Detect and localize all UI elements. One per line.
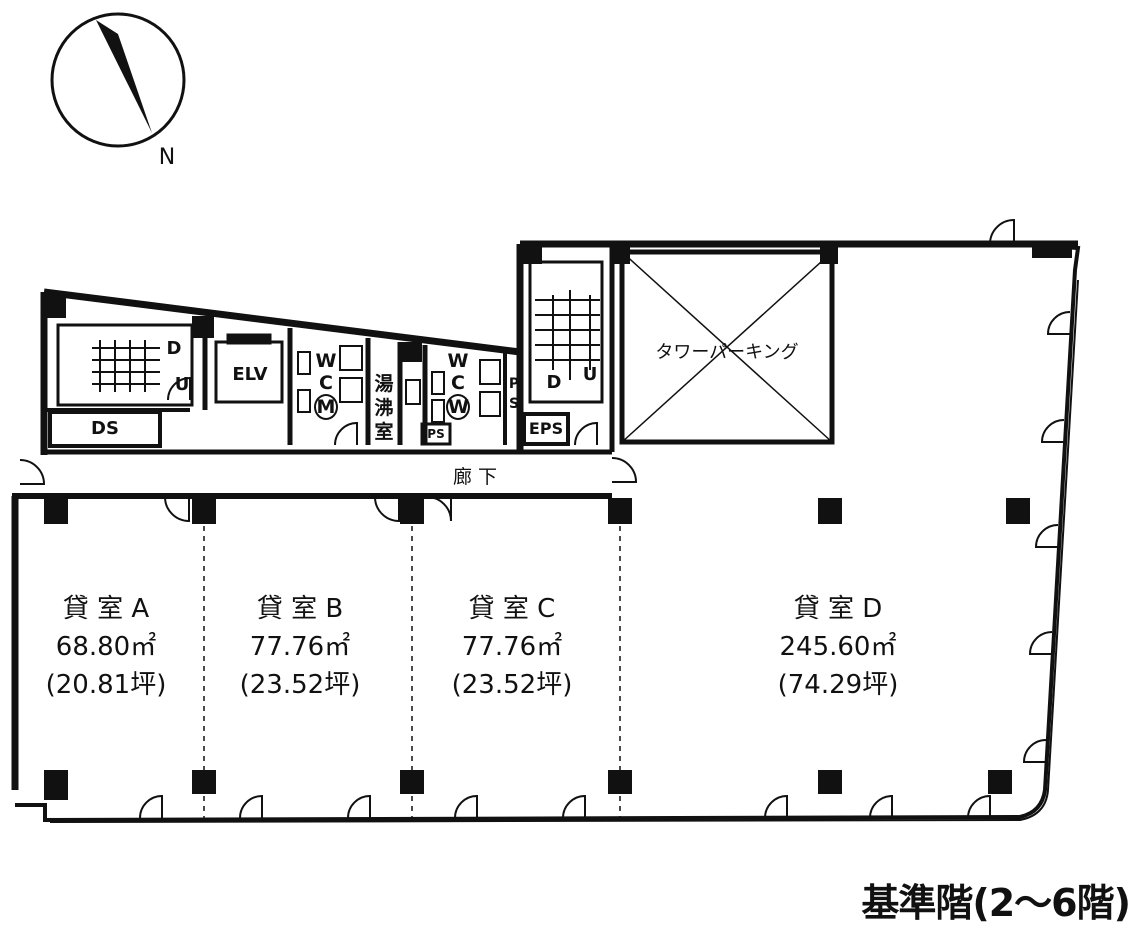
- room-d-area: 245.60㎡: [779, 632, 897, 662]
- room-a: 貸 室 A 68.80㎡ (20.81坪): [6, 590, 206, 704]
- room-a-tsubo: (20.81坪): [45, 670, 167, 700]
- room-b-area: 77.76㎡: [249, 632, 351, 662]
- room-c-area: 77.76㎡: [461, 632, 563, 662]
- stair-right: [528, 260, 604, 404]
- room-c: 貸 室 C 77.76㎡ (23.52坪): [412, 590, 612, 704]
- room-b-name: 貸 室 B: [256, 594, 344, 624]
- room-a-name: 貸 室 A: [62, 594, 150, 624]
- eps-label: EPS: [528, 419, 564, 438]
- wc-men-w: W: [315, 350, 337, 372]
- tower-parking-label: タワーパーキング: [655, 342, 799, 363]
- stair-left-up: U: [174, 374, 190, 395]
- compass-label: N: [158, 145, 176, 170]
- room-d-tsubo: (74.29坪): [777, 670, 899, 700]
- room-c-tsubo: (23.52坪): [451, 670, 573, 700]
- compass: [50, 12, 186, 148]
- wc-women-label: W C W: [446, 350, 470, 420]
- hot-water-char-2: 沸: [374, 397, 394, 419]
- wc-women-w: W: [447, 350, 469, 372]
- partitions: [203, 526, 621, 818]
- room-a-area: 68.80㎡: [55, 632, 157, 662]
- stair-right-up: U: [582, 364, 598, 385]
- room-c-name: 貸 室 C: [468, 594, 556, 624]
- room-d-name: 貸 室 D: [793, 594, 883, 624]
- room-d: 貸 室 D 245.60㎡ (74.29坪): [738, 590, 938, 704]
- room-b-tsubo: (23.52坪): [239, 670, 361, 700]
- wc-men-label: W C M: [314, 350, 338, 420]
- corridor-label: 廊 下: [452, 466, 498, 488]
- hot-water-char-3: 室: [374, 421, 394, 443]
- hot-water-char-1: 湯: [374, 373, 394, 395]
- wc-women-c: C: [451, 372, 465, 394]
- hot-water-room-label: 湯 沸 室: [372, 372, 396, 444]
- stair-right-down: D: [546, 372, 562, 393]
- wc-men-m: M: [314, 394, 338, 420]
- ps-vertical-top: P: [508, 376, 520, 392]
- room-b: 貸 室 B 77.76㎡ (23.52坪): [200, 590, 400, 704]
- compass-ring: [50, 12, 186, 148]
- wc-women-w2: W: [446, 394, 470, 420]
- tower-parking: [612, 244, 838, 445]
- columns: [44, 242, 1072, 800]
- elevator-car: [214, 333, 284, 404]
- floor-title: 基準階(2〜6階): [861, 881, 1131, 925]
- ds-label: DS: [91, 418, 119, 439]
- ps-label: PS: [427, 427, 445, 441]
- ps-vertical-bottom: S: [508, 396, 520, 412]
- stair-left: [56, 323, 194, 407]
- toilet-fixtures: [297, 345, 501, 423]
- elevator-label: ELV: [232, 364, 268, 385]
- compass-needle: [96, 20, 152, 133]
- doors: [19, 218, 1071, 819]
- stair-left-down: D: [166, 338, 182, 359]
- wc-men-c: C: [319, 372, 333, 394]
